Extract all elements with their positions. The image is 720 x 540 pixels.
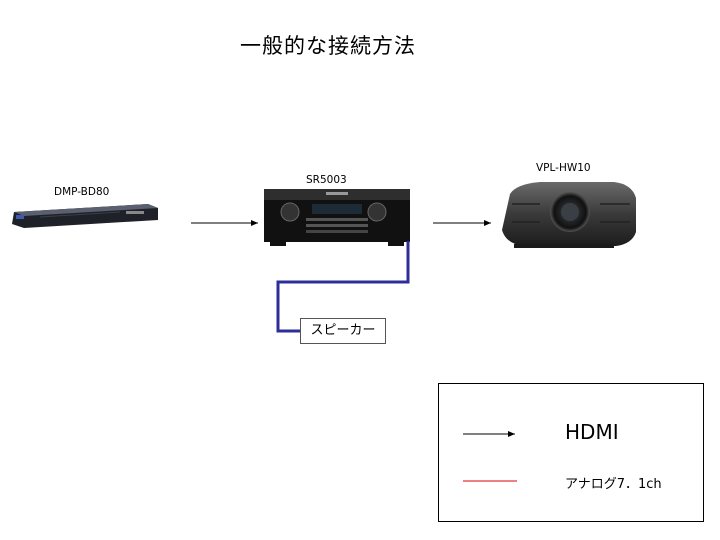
speaker-label: スピーカー <box>310 323 376 338</box>
player-label: DMP-BD80 <box>54 186 110 198</box>
legend-analog-label: アナログ7．1ch <box>565 477 662 492</box>
projector-label: VPL-HW10 <box>536 162 591 174</box>
legend-hdmi-label: HDMI <box>565 420 619 444</box>
speaker-label-box: スピーカー <box>300 318 386 344</box>
page-title: 一般的な接続方法 <box>240 34 416 58</box>
legend: HDMI アナログ7．1ch <box>438 383 704 522</box>
receiver-label: SR5003 <box>306 174 347 186</box>
bluray-player-icon <box>12 204 158 228</box>
legend-symbols <box>463 431 517 482</box>
projector-icon <box>502 182 636 248</box>
speaker-wire <box>276 241 410 333</box>
av-receiver-icon <box>264 189 410 246</box>
